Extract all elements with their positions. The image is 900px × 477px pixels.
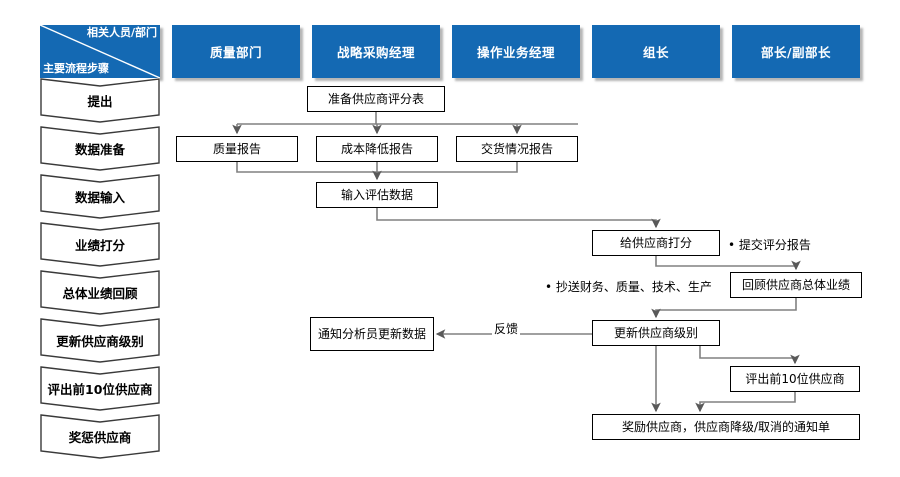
role-header-3[interactable]: 组长 <box>592 25 720 78</box>
process-step-label-3: 业绩打分 <box>74 238 125 253</box>
process-step-label-0: 提出 <box>87 94 113 109</box>
chevron-shape-icon <box>40 78 160 123</box>
process-step-6[interactable]: 评出前10位供应商 <box>40 366 160 411</box>
chevron-shape-icon <box>40 222 160 267</box>
process-step-label-4: 总体业绩回顾 <box>62 286 138 301</box>
node-update_level[interactable]: 更新供应商级别 <box>592 320 720 346</box>
node-reward_notice[interactable]: 奖励供应商，供应商降级/取消的通知单 <box>592 414 860 440</box>
chevron-shape-icon <box>40 366 160 411</box>
diagonal-divider-icon <box>40 25 160 78</box>
node-prep_scorecard[interactable]: 准备供应商评分表 <box>307 86 445 112</box>
process-step-2[interactable]: 数据输入 <box>40 174 160 219</box>
edge-label-feedback: 反馈 <box>492 320 521 337</box>
process-step-7[interactable]: 奖惩供应商 <box>40 414 160 459</box>
role-header-2[interactable]: 操作业务经理 <box>452 25 580 78</box>
role-header-1[interactable]: 战略采购经理 <box>312 25 440 78</box>
corner-header-steps-label: 主要流程步骤 <box>43 62 109 75</box>
node-notify_analyst[interactable]: 通知分析员更新数据 <box>310 317 434 351</box>
node-cost_report[interactable]: 成本降低报告 <box>316 136 438 162</box>
node-input_data[interactable]: 输入评估数据 <box>316 182 438 208</box>
role-header-0[interactable]: 质量部门 <box>172 25 300 78</box>
chevron-shape-icon <box>40 174 160 219</box>
node-top10[interactable]: 评出前10位供应商 <box>730 366 860 392</box>
process-step-3[interactable]: 业绩打分 <box>40 222 160 267</box>
annotation-submit_report: • 提交评分报告 <box>728 238 811 252</box>
node-review_overall[interactable]: 回顾供应商总体业绩 <box>730 272 862 298</box>
corner-header-roles-label: 相关人员/部门 <box>86 26 157 39</box>
chevron-shape-icon <box>40 270 160 315</box>
process-step-0[interactable]: 提出 <box>40 78 160 123</box>
chevron-shape-icon <box>40 318 160 363</box>
corner-header-cell: 相关人员/部门 主要流程步骤 <box>40 25 160 78</box>
process-step-5[interactable]: 更新供应商级别 <box>40 318 160 363</box>
process-step-label-6: 评出前10位供应商 <box>47 382 153 397</box>
node-delivery_report[interactable]: 交货情况报告 <box>456 136 578 162</box>
process-step-label-7: 奖惩供应商 <box>68 430 132 445</box>
process-step-4[interactable]: 总体业绩回顾 <box>40 270 160 315</box>
chevron-shape-icon <box>40 126 160 171</box>
process-step-label-2: 数据输入 <box>74 190 125 205</box>
process-step-label-5: 更新供应商级别 <box>56 334 144 349</box>
node-score_supplier[interactable]: 给供应商打分 <box>592 230 720 256</box>
process-step-label-1: 数据准备 <box>74 142 125 157</box>
role-header-4[interactable]: 部长/副部长 <box>732 25 860 78</box>
annotation-cc_depts: • 抄送财务、质量、技术、生产 <box>545 280 712 294</box>
node-quality_report[interactable]: 质量报告 <box>176 136 298 162</box>
chevron-shape-icon <box>40 414 160 459</box>
process-step-1[interactable]: 数据准备 <box>40 126 160 171</box>
